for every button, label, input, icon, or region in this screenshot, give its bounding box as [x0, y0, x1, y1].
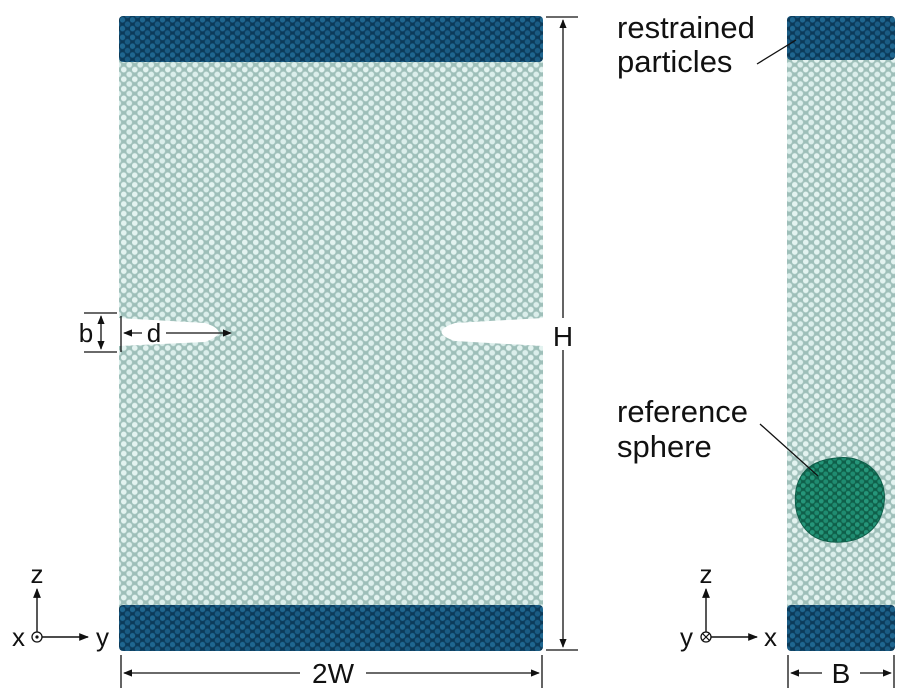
side-axes-triad: z x y	[680, 559, 777, 652]
dimension-H: H	[546, 16, 578, 651]
front-axis-y-label: y	[96, 622, 109, 652]
dimension-B: B	[787, 655, 895, 689]
restrained-leader-line	[756, 39, 797, 65]
out-of-plane-cross-icon	[700, 631, 712, 643]
reference-label-line1: reference	[617, 394, 748, 429]
dimension-H-label: H	[553, 321, 573, 352]
reference-label-line2: sphere	[617, 429, 712, 464]
front-axis-z-label: z	[31, 559, 44, 589]
dimension-b-label: b	[79, 318, 93, 348]
dimension-b: b	[79, 312, 117, 353]
side-top-restrained-band	[787, 16, 895, 60]
front-axis-x-label: x	[12, 622, 25, 652]
front-bottom-restrained-band	[119, 605, 543, 651]
front-top-restrained-band	[119, 16, 543, 62]
dimension-d: d	[120, 316, 232, 352]
dimension-2W-label: 2W	[312, 658, 355, 689]
reference-sphere-annotation: reference sphere	[617, 394, 819, 477]
dimension-2W: 2W	[120, 655, 543, 689]
side-axis-y-label: y	[680, 622, 693, 652]
reference-sphere	[794, 457, 885, 543]
restrained-label-line2: particles	[617, 44, 732, 79]
dimension-B-label: B	[832, 658, 851, 689]
right-notch	[441, 318, 543, 346]
side-bottom-restrained-band	[787, 605, 895, 651]
restrained-label-line1: restrained	[617, 10, 755, 45]
side-axis-x-label: x	[764, 622, 777, 652]
restrained-particles-annotation: restrained particles	[617, 10, 797, 79]
dimension-d-label: d	[147, 318, 161, 348]
front-view-specimen	[119, 16, 543, 651]
reference-leader-line	[759, 423, 819, 477]
side-axis-z-label: z	[700, 559, 713, 589]
left-notch	[119, 318, 219, 346]
side-view-specimen	[787, 16, 895, 651]
front-axes-triad: z y x	[12, 559, 109, 652]
